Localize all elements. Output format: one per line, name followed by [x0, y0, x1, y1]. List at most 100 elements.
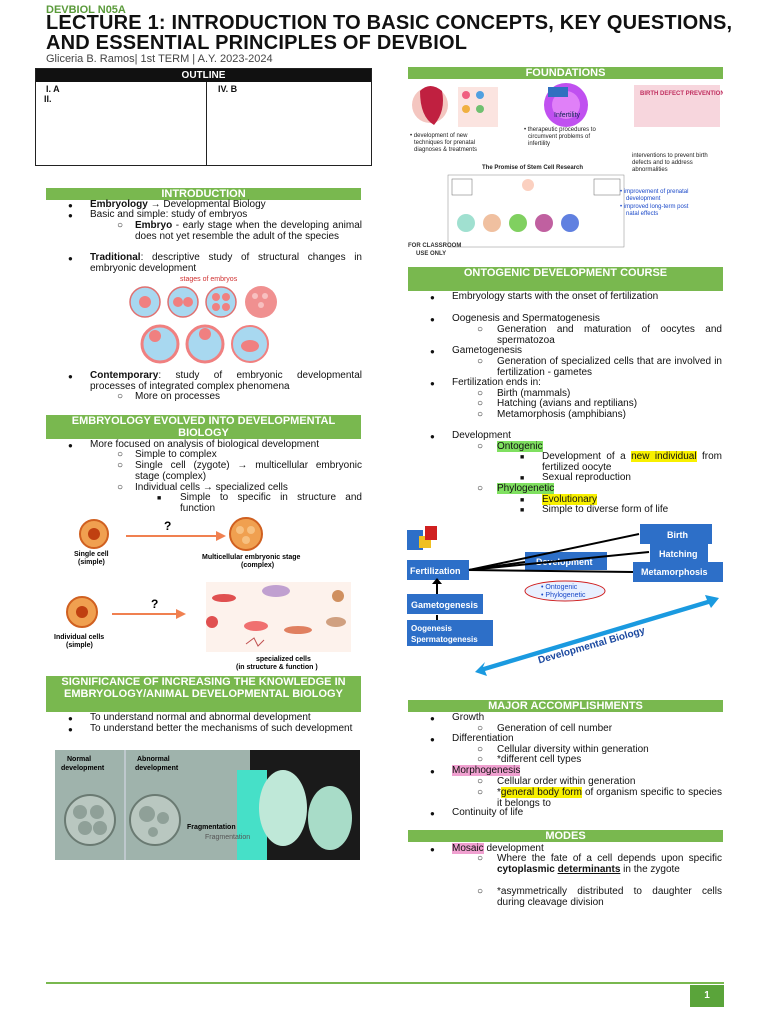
svg-text:Individual cells: Individual cells	[54, 634, 104, 641]
ontogenic-heading: ONTOGENIC DEVELOPMENT COURSE	[408, 267, 723, 291]
svg-text:?: ?	[164, 519, 171, 533]
svg-text:FOR CLASSROOM: FOR CLASSROOM	[408, 243, 461, 249]
introduction-heading: INTRODUCTION	[46, 188, 361, 200]
svg-text:• therapeutic procedures to: • therapeutic procedures to	[524, 127, 596, 133]
svg-text:Single cell: Single cell	[74, 551, 109, 558]
evolved-sub-2: Single cell (zygote) → multicellular emb…	[135, 460, 362, 482]
ontogenic-bullet-2a: Generation and maturation of oocytes and…	[497, 324, 722, 346]
accomp-bullet-2: Differentiation	[452, 733, 514, 744]
svg-text:abnormalities: abnormalities	[632, 167, 668, 173]
svg-text:development: development	[626, 196, 661, 202]
svg-text:• development of new: • development of new	[410, 133, 468, 139]
modes-bullet-1a: Where the fate of a cell depends upon sp…	[497, 853, 722, 875]
accomp-bullet-4: Continuity of life	[452, 807, 524, 818]
svg-text:Hatching: Hatching	[659, 549, 698, 559]
ontogenic-bullet-3a: Generation of specialized cells that are…	[497, 356, 722, 378]
foundations-figure: Infertility BIRTH DEFECT PREVENTION • de…	[408, 81, 725, 261]
svg-text:interventions to prevent birth: interventions to prevent birth	[632, 153, 708, 159]
svg-text:Infertility: Infertility	[554, 112, 581, 119]
outline-heading: OUTLINE	[36, 69, 371, 82]
svg-text:?: ?	[151, 597, 158, 611]
ontogenic-bullet-5b2: Simple to diverse form of life	[542, 504, 669, 515]
evolved-sub-1: Simple to complex	[135, 449, 217, 460]
outline-item[interactable]: I. A	[46, 84, 60, 94]
svg-text:development: development	[135, 765, 179, 772]
page-title: LECTURE 1: INTRODUCTION TO BASIC CONCEPT…	[46, 12, 733, 54]
svg-text:natal effects: natal effects	[626, 211, 658, 217]
svg-text:development: development	[61, 765, 105, 772]
accomp-bullet-1: Growth	[452, 712, 485, 723]
ontogenic-bullet-4a: Birth (mammals)	[497, 388, 571, 399]
svg-text:• improved long-term post: • improved long-term post	[620, 204, 689, 210]
svg-text:Multicellular embryonic stage: Multicellular embryonic stage	[202, 554, 301, 561]
svg-text:Gametogenesis: Gametogenesis	[411, 600, 478, 610]
svg-text:BIRTH DEFECT PREVENTION: BIRTH DEFECT PREVENTION	[640, 91, 723, 97]
intro-bullet-3: Traditional: descriptive study of struct…	[90, 252, 362, 274]
svg-text:Fragmentation: Fragmentation	[187, 824, 236, 831]
embryo-stages-caption: stages of embryos	[180, 276, 238, 283]
svg-text:Development: Development	[536, 557, 593, 567]
significance-heading: SIGNIFICANCE OF INCREASING THE KNOWLEDGE…	[46, 676, 361, 712]
embryology-evolved-heading: EMBRYOLOGY EVOLVED INTO DEVELOPMENTAL BI…	[46, 415, 361, 439]
svg-text:(simple): (simple)	[66, 642, 93, 649]
outline-item[interactable]: II.	[44, 94, 52, 104]
outline-box: OUTLINE I. A II. IV. B	[35, 68, 372, 166]
svg-text:techniques for prenatal: techniques for prenatal	[414, 140, 475, 146]
evolved-sub-3a: Simple to specific in structure and func…	[180, 492, 362, 514]
modes-bullet-1b: *asymmetrically distributed to daughter …	[497, 886, 722, 908]
svg-text:Fertilization: Fertilization	[410, 566, 461, 576]
svg-text:(simple): (simple)	[78, 559, 105, 566]
svg-text:(in structure & function ): (in structure & function )	[236, 664, 318, 671]
accomp-bullet-2a: Cellular diversity within generation	[497, 744, 649, 755]
ontogenic-bullet-4c: Metamorphosis (amphibians)	[497, 409, 626, 420]
intro-subbullet-embryo: Embryo - early stage when the developing…	[135, 220, 362, 242]
course-code: DEVBIOL N05A	[46, 4, 126, 16]
outline-item[interactable]: IV. B	[218, 84, 238, 94]
ontogenic-bullet-5a1: Development of a new individual from fer…	[542, 451, 722, 473]
svg-text:• Ontogenic: • Ontogenic	[541, 584, 578, 591]
svg-text:• improvement of prenatal: • improvement of prenatal	[620, 189, 688, 195]
svg-text:defects and to address: defects and to address	[632, 160, 693, 166]
page-number: 1	[690, 985, 724, 1007]
modes-bullet-1: Mosaic development	[452, 843, 544, 854]
significance-bullet-2: To understand better the mechanisms of s…	[90, 723, 353, 734]
svg-text:(complex): (complex)	[241, 562, 274, 569]
cells-figure: ? Single cell (simple) Multicellular emb…	[46, 516, 361, 676]
svg-text:• Phylogenetic: • Phylogenetic	[541, 592, 586, 599]
ontogenic-bullet-5b1: Evolutionary	[542, 494, 598, 505]
evolved-bullet-1: More focused on analysis of biological d…	[90, 439, 320, 450]
accomp-bullet-2b: *different cell types	[497, 754, 582, 765]
accomp-bullet-1a: Generation of cell number	[497, 723, 613, 734]
development-diagram: Fertilization Development Birth Hatching…	[405, 522, 723, 682]
accomp-bullet-3b: *general body form of organism specific …	[497, 787, 722, 809]
svg-text:USE ONLY: USE ONLY	[416, 251, 446, 257]
ontogenic-bullet-2: Oogenesis and Spermatogenesis	[452, 313, 600, 324]
ontogenic-bullet-1: Embryology starts with the onset of fert…	[452, 291, 659, 302]
svg-text:diagnoses & treatments: diagnoses & treatments	[414, 147, 477, 153]
intro-bullet-4: Contemporary: study of embryonic develop…	[90, 370, 362, 392]
footer-rule	[46, 982, 724, 984]
svg-text:Abnormal: Abnormal	[137, 756, 170, 763]
svg-text:Fragmentation: Fragmentation	[205, 834, 250, 841]
svg-text:infertility: infertility	[528, 141, 550, 147]
intro-bullet-2: Basic and simple: study of embryos	[90, 209, 248, 220]
svg-text:circumvent problems of: circumvent problems of	[528, 134, 590, 140]
svg-text:specialized cells: specialized cells	[256, 656, 311, 663]
embryo-stages-image: stages of embryos	[125, 272, 285, 372]
ontogenic-bullet-3: Gametogenesis	[452, 345, 523, 356]
accomplishments-heading: MAJOR ACCOMPLISHMENTS	[408, 700, 723, 712]
ontogenic-bullet-5: Development	[452, 430, 511, 441]
ontogenic-bullet-4: Fertilization ends in:	[452, 377, 541, 388]
intro-subbullet-processes: More on processes	[135, 391, 221, 402]
svg-text:Spermatogenesis: Spermatogenesis	[411, 635, 478, 644]
foundations-heading: FOUNDATIONS	[408, 67, 723, 79]
svg-text:Birth: Birth	[667, 530, 688, 540]
svg-text:The Promise of Stem Cell Resea: The Promise of Stem Cell Research	[482, 165, 583, 171]
svg-text:Developmental Biology: Developmental Biology	[537, 625, 647, 666]
modes-heading: MODES	[408, 830, 723, 842]
evolved-sub-3: Individual cells → specialized cells	[135, 482, 288, 493]
ontogenic-bullet-5b: Phylogenetic	[497, 483, 555, 494]
ontogenic-bullet-4b: Hatching (avians and reptilians)	[497, 398, 638, 409]
svg-text:Oogenesis: Oogenesis	[411, 624, 452, 633]
accomp-bullet-3: Morphogenesis	[452, 765, 521, 776]
